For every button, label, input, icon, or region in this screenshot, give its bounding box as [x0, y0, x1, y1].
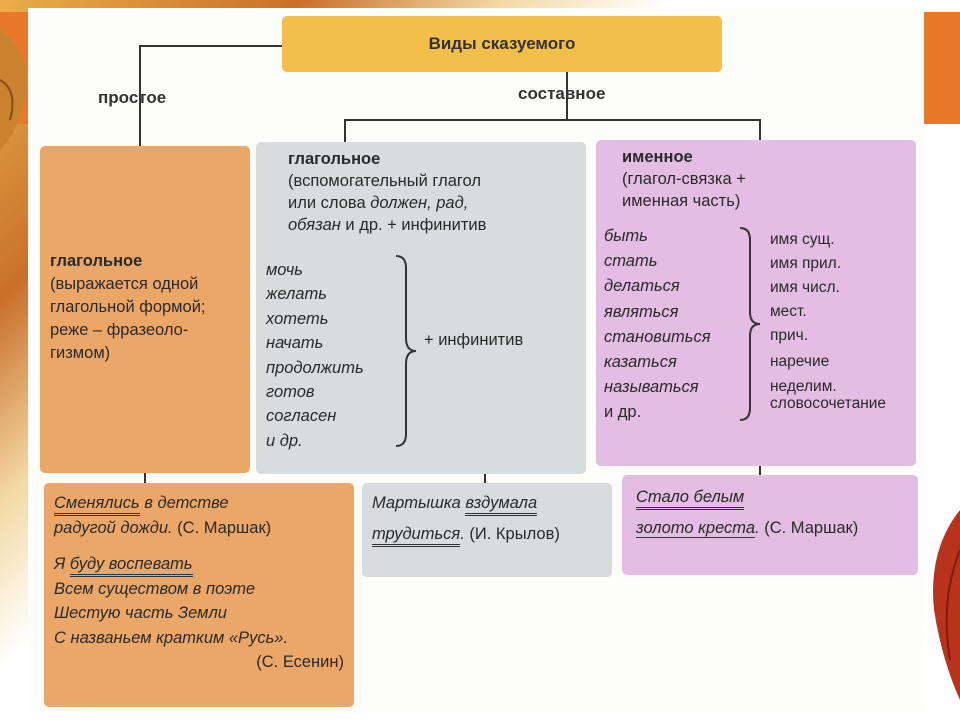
verbal-plus-infinitive: + инфинитив	[424, 331, 524, 349]
autumn-leaf-right-icon	[933, 510, 960, 700]
nominal-heading: именное	[622, 148, 693, 166]
example-text: в детстве	[139, 494, 229, 512]
example-line: радугой дожди. (С. Маршак)	[54, 516, 344, 541]
verbal-word: согласен	[266, 407, 337, 426]
verbal-desc-text: и др. + инфинитив	[340, 216, 487, 234]
verbal-brace-icon	[395, 255, 417, 447]
copula-verb: становиться	[604, 327, 711, 346]
diagram-title: Виды сказуемого	[282, 16, 722, 72]
verbal-desc-line: обязан и др. + инфинитив	[288, 214, 576, 236]
example-text: .	[460, 524, 465, 543]
subject-underlined: золото креста	[636, 518, 756, 538]
verbal-desc-line: или слова должен, рад,	[288, 192, 576, 214]
autumn-leaf-left-icon	[0, 30, 27, 150]
verbal-example-box: Мартышка вздумала трудиться. (И. Крылов)	[362, 483, 612, 577]
example-line: Мартышка вздумала	[372, 491, 602, 516]
verbal-word: готов	[266, 383, 315, 402]
nominal-part: словосочетание	[770, 395, 887, 412]
example-line: С названьем кратким «Русь».	[54, 628, 289, 647]
example-author: (И. Крылов)	[464, 524, 560, 543]
verbal-heading: глагольное	[288, 150, 381, 168]
nominal-part: неделим.	[770, 378, 837, 395]
nominal-desc-line: именная часть)	[622, 192, 741, 210]
example-author: (С. Есенин)	[256, 653, 344, 671]
example-text: Я	[54, 555, 70, 573]
nominal-part: имя прил.	[770, 255, 842, 272]
copula-verb: быть	[604, 227, 648, 245]
verbal-word-list: мочь желать хотеть начать продолжить гот…	[266, 258, 364, 453]
nominal-part: имя числ.	[770, 279, 840, 296]
example-author: (С. Маршак)	[759, 518, 859, 537]
predicate-underlined: Сменялись	[54, 494, 140, 516]
simple-desc-line: реже – фразеоло-	[50, 321, 189, 339]
verbal-word: хотеть	[266, 309, 329, 328]
predicate-underlined: вздумала	[465, 494, 538, 516]
nominal-part: имя сущ.	[770, 231, 835, 248]
example-line: Я буду воспевать	[54, 552, 344, 577]
example-text: радугой дожди.	[54, 518, 173, 537]
predicate-underlined: трудиться	[372, 524, 461, 547]
verbal-desc-text: или слова	[288, 194, 371, 212]
copula-verb: и др.	[604, 403, 642, 422]
example-line: Шестую часть Земли	[54, 604, 227, 622]
branch-label-simple: простое	[98, 88, 167, 107]
example-text: Мартышка	[372, 494, 466, 512]
verbal-word: и др.	[266, 431, 303, 450]
verbal-desc-words: обязан	[288, 216, 341, 234]
simple-heading: глагольное	[50, 252, 143, 270]
example-line: Сменялись в детстве	[54, 491, 344, 516]
simple-predicate-box: глагольное (выражается одной глагольной …	[40, 146, 250, 473]
predicate-underlined: Стало белым	[636, 488, 745, 510]
verbal-desc-line: (вспомогательный глагол	[288, 172, 481, 190]
simple-desc-line: гизмом)	[50, 344, 111, 362]
copula-verb: казаться	[604, 353, 677, 372]
copula-verb-list: быть стать делаться являться становиться…	[604, 224, 711, 426]
simple-example-box: Сменялись в детстве радугой дожди. (С. М…	[44, 483, 354, 707]
simple-desc-line: (выражается одной	[50, 275, 199, 293]
copula-verb: являться	[604, 302, 679, 321]
verbal-word: мочь	[266, 261, 303, 279]
verbal-word: желать	[266, 285, 327, 304]
nominal-part: мест.	[770, 303, 807, 320]
predicate-underlined: буду воспевать	[69, 555, 193, 577]
copula-verb: стать	[604, 252, 658, 271]
example-line: трудиться. (И. Крылов)	[372, 522, 602, 547]
example-author: (С. Маршак)	[172, 518, 272, 537]
compound-verbal-box: глагольное (вспомогательный глагол или с…	[256, 142, 586, 474]
example-line: золото креста. (С. Маршак)	[636, 516, 904, 541]
nominal-part: наречие	[770, 353, 830, 370]
simple-desc-line: глагольной формой;	[50, 298, 206, 316]
compound-nominal-box: именное (глагол-связка + именная часть)	[596, 140, 916, 466]
example-line: Стало белым	[636, 485, 904, 510]
verbal-desc-words: должен, рад,	[370, 194, 469, 212]
branch-label-compound: составное	[518, 84, 606, 103]
example-text: .	[755, 518, 760, 537]
copula-verb: называться	[604, 378, 699, 397]
copula-verb: делаться	[604, 277, 680, 296]
verbal-word: начать	[266, 334, 324, 353]
nominal-brace-icon	[739, 227, 761, 421]
nominal-part: прич.	[770, 327, 809, 344]
nominal-desc-line: (глагол-связка +	[622, 170, 746, 188]
nominal-example-box: Стало белым золото креста. (С. Маршак)	[622, 475, 918, 575]
verbal-word: продолжить	[266, 358, 364, 377]
example-line: Всем существом в поэте	[54, 579, 256, 598]
nominal-part-list: имя сущ. имя прил. имя числ. мест. прич.…	[770, 228, 886, 412]
